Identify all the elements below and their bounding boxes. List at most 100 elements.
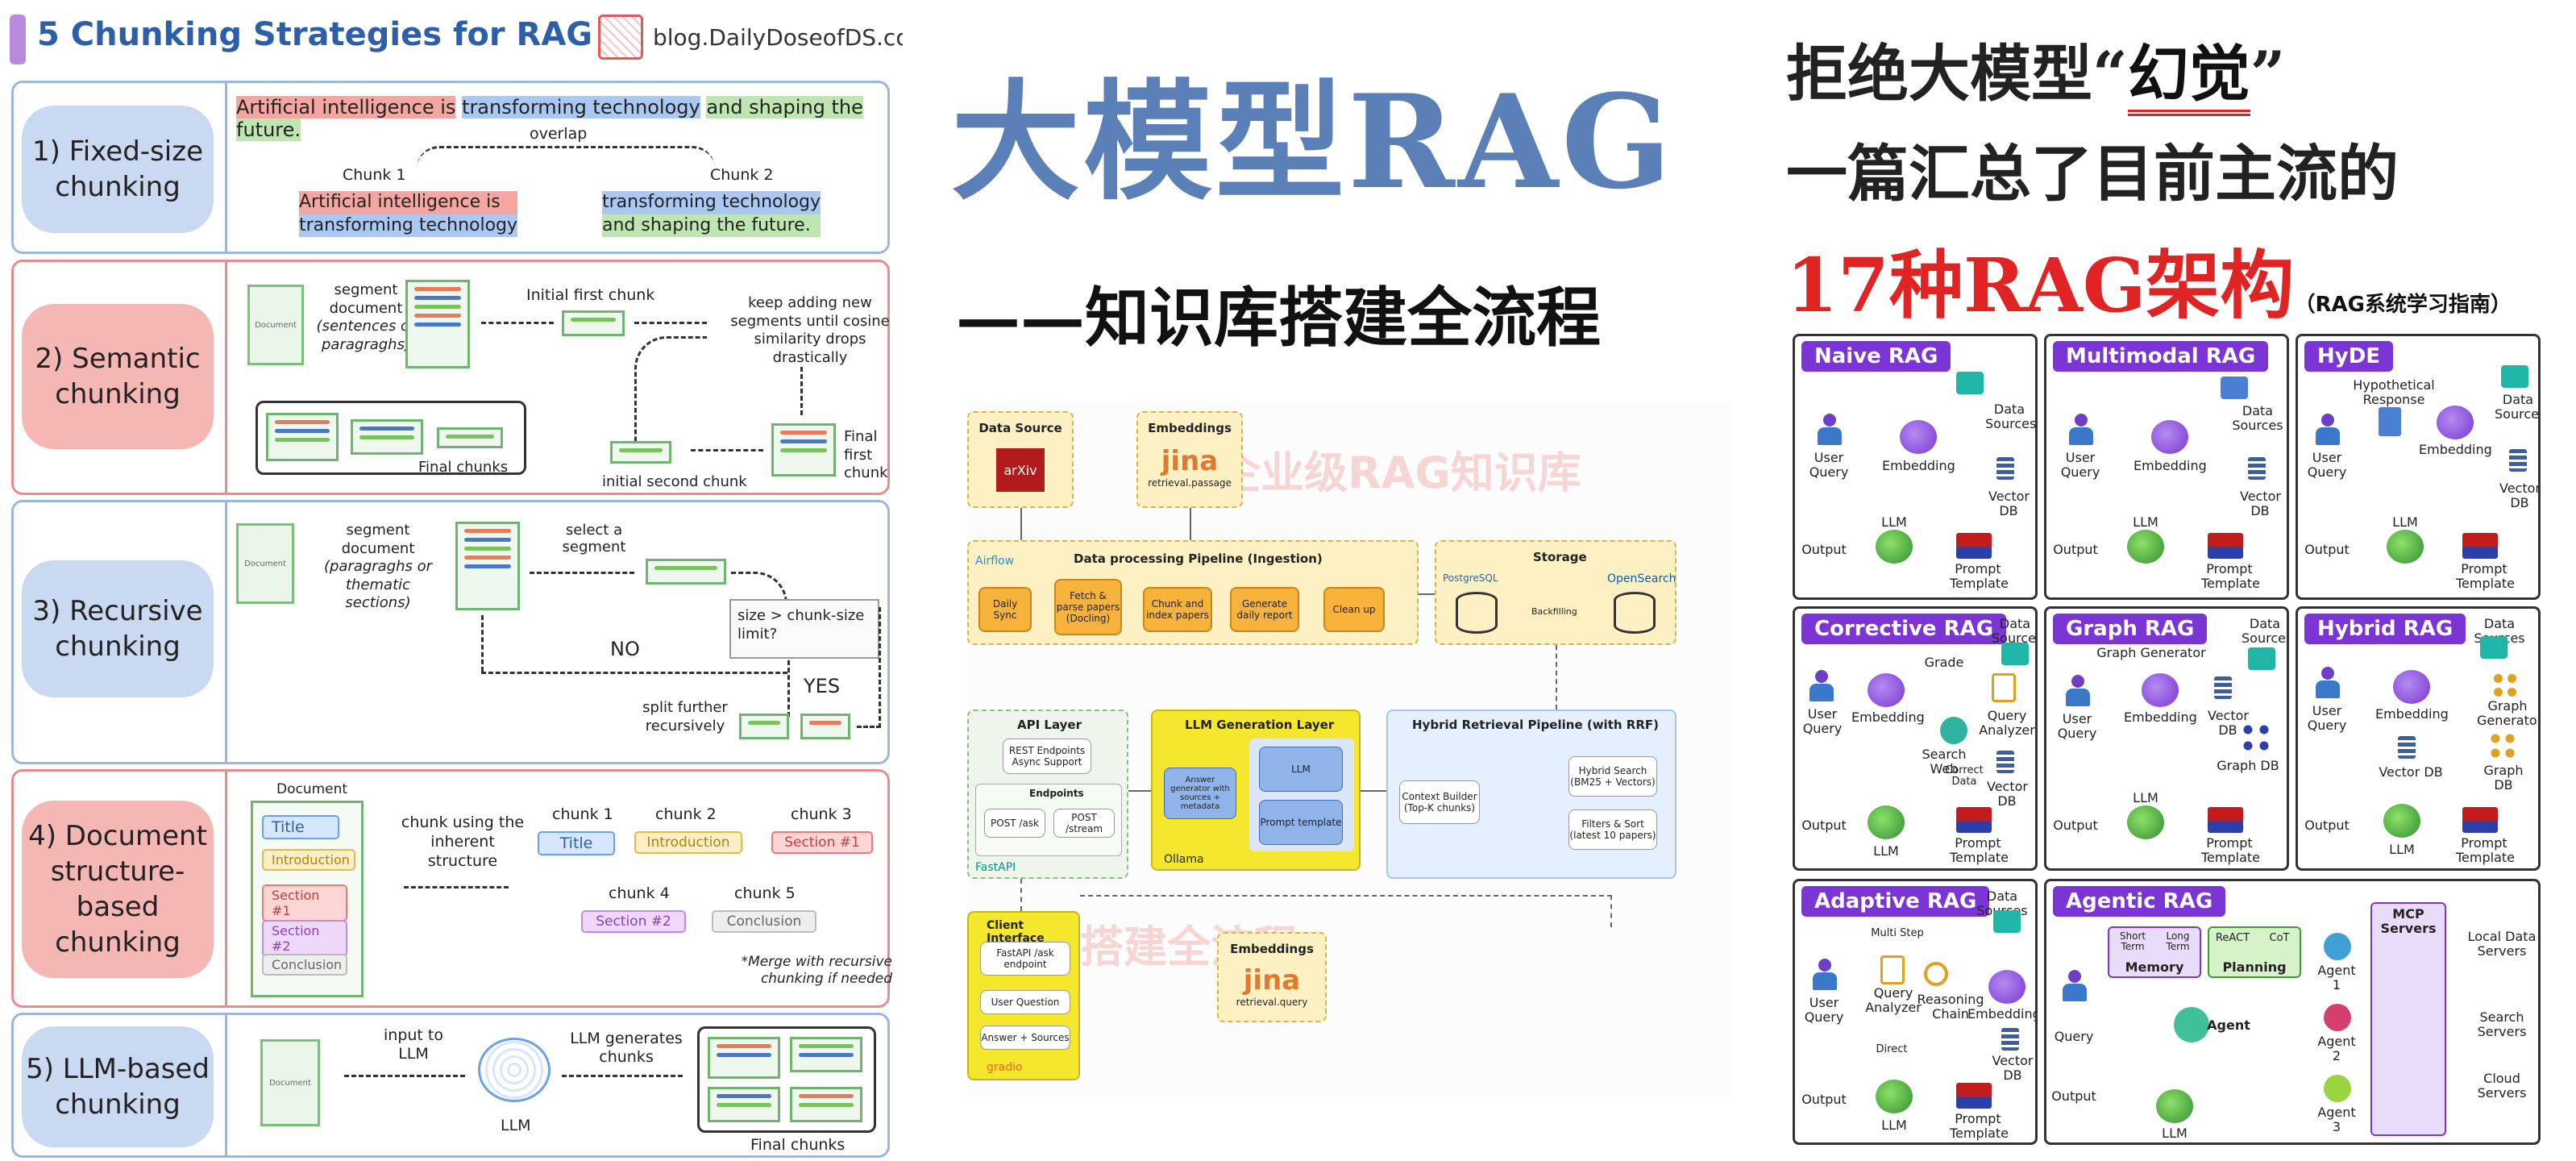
step-daily-sync: Daily Sync xyxy=(978,587,1032,632)
segments-stack xyxy=(455,522,520,610)
embedding-icon xyxy=(2142,673,2179,707)
chunk1-tag: Title xyxy=(538,831,615,855)
arxiv-logo: arXiv xyxy=(996,448,1045,492)
llm-brain-icon xyxy=(478,1038,551,1102)
split-arrows xyxy=(417,146,715,169)
doc-title: Title xyxy=(262,815,339,839)
final-chunks-box xyxy=(256,401,526,475)
final-first-label: Final first chunk xyxy=(844,428,888,481)
opensearch-db-icon xyxy=(1614,592,1656,634)
card-naive-rag: Naive RAG User Query Embedding Data Sour… xyxy=(1793,334,2038,600)
llm-icon xyxy=(2156,1089,2193,1123)
data-sources-icon xyxy=(2501,365,2528,388)
rag-architectures-panel: 拒绝大模型“幻觉” 一篇汇总了目前主流的 17种RAG架构（RAG系统学习指南）… xyxy=(1757,0,2576,1161)
row-recursive: 3) Recursive chunking Document segment d… xyxy=(11,500,890,764)
split-chunk-b xyxy=(800,714,850,739)
chunk3-tag: Section #1 xyxy=(771,831,873,854)
main-title: 大模型RAG xyxy=(951,66,1675,218)
vector-db-icon xyxy=(2001,1028,2019,1051)
subtitle: ——知识库搭建全流程 xyxy=(956,280,1601,356)
final-chunks-label: Final chunks xyxy=(750,1136,846,1154)
card-hyde: HyDE User Query Hypothetical Response Em… xyxy=(2296,334,2541,600)
chunk2-label: Chunk 2 xyxy=(710,166,774,184)
watermark-1: 企业级RAG知识库 xyxy=(1217,447,1581,498)
doc-section1: Section #1 xyxy=(262,884,347,922)
row-llm: 5) LLM-based chunking Document input to … xyxy=(11,1013,890,1158)
headline-2: 一篇汇总了目前主流的 xyxy=(1786,138,2399,210)
graph-generator-icon xyxy=(2491,672,2519,699)
headline-1: 拒绝大模型“幻觉” xyxy=(1786,24,2285,116)
agent-icon xyxy=(2174,1007,2209,1042)
llm-icon xyxy=(2127,530,2164,564)
hypothetical-doc-icon xyxy=(2379,407,2401,436)
diagram: 企业级RAG知识库 搭建全流程 Data Source arXiv Embedd… xyxy=(967,403,1733,1096)
panel-title: 5 Chunking Strategies for RAG xyxy=(37,16,593,53)
vector-db-icon xyxy=(2398,736,2416,759)
split-label: split further recursively xyxy=(642,699,728,734)
final-chunks-label: Final chunks xyxy=(418,459,509,476)
mcp-servers-box: MCP Servers xyxy=(2370,902,2446,1136)
chunk3-label: chunk 3 xyxy=(791,805,852,823)
blog-url: blog.DailyDoseofDS.com xyxy=(653,24,903,51)
vector-db-icon xyxy=(2248,457,2266,480)
embeddings-query-box: Embeddings jina retrieval.query xyxy=(1217,932,1327,1022)
embedding-icon xyxy=(2151,420,2188,454)
final-first-chunk xyxy=(771,423,836,476)
merge-note: *Merge with recursive chunking if needed xyxy=(741,954,892,988)
chunk2-tag: Introduction xyxy=(634,831,742,854)
user-icon xyxy=(2316,667,2340,699)
rag-pipeline-panel: 大模型RAG ——知识库搭建全流程 企业级RAG知识库 搭建全流程 Data S… xyxy=(919,0,1741,1161)
card-agentic-rag: Agentic RAG Short Term Long Term Memory … xyxy=(2044,879,2541,1145)
selected-segment xyxy=(646,559,726,585)
chunk2-label: chunk 2 xyxy=(655,805,717,823)
embedding-icon xyxy=(1988,970,2025,1004)
step-report: Generate daily report xyxy=(1230,587,1299,632)
llm-layer: LLM Generation Layer Answer generator wi… xyxy=(1151,710,1361,871)
agent2-icon xyxy=(2324,1004,2351,1031)
segment-label: segment document (sentences or paragragh… xyxy=(316,281,416,353)
document-icon: Document xyxy=(247,285,304,365)
user-icon xyxy=(2069,414,2093,446)
row-label: 1) Fixed-size chunking xyxy=(22,106,214,233)
overlap-label: overlap xyxy=(530,125,588,143)
initial-second-label: initial second chunk xyxy=(602,473,747,490)
query-analyzer-icon xyxy=(1880,955,1905,984)
segment-label: segment document (paragraghs or thematic… xyxy=(323,522,433,611)
prompt-template-icon xyxy=(2462,807,2498,833)
input-label: input to LLM xyxy=(384,1026,443,1063)
chunk5-label: chunk 5 xyxy=(734,884,796,902)
storage-box: Storage PostgreSQL OpenSearch Backfillin… xyxy=(1435,540,1676,645)
document-icon: Document xyxy=(236,523,294,604)
prompt-template-icon xyxy=(2462,533,2498,559)
embedding-icon xyxy=(1900,420,1937,454)
doc-section2: Section #2 xyxy=(262,920,347,957)
initial-first-chunk xyxy=(562,310,625,336)
agent1-icon xyxy=(2324,933,2351,960)
chunk1-label: chunk 1 xyxy=(552,805,613,823)
data-sources-icon xyxy=(2001,643,2029,665)
row-label: 2) Semantic chunking xyxy=(22,304,214,449)
initial-second-chunk xyxy=(610,441,671,464)
llm-icon xyxy=(2127,805,2164,839)
generates-label: LLM generates chunks xyxy=(570,1030,683,1066)
chunk1-text: Artificial intelligence is transforming … xyxy=(299,191,518,238)
llm-icon xyxy=(1876,530,1913,564)
llm-label: LLM xyxy=(501,1117,531,1134)
no-label: NO xyxy=(610,638,640,660)
data-sources-icon xyxy=(1993,910,2021,933)
postgres-db-icon xyxy=(1456,592,1498,634)
row-label: 5) LLM-based chunking xyxy=(22,1026,214,1147)
search-web-icon xyxy=(1940,717,1967,744)
graph-db-icon xyxy=(2240,722,2272,754)
row-fixed-size: 1) Fixed-size chunking Artificial intell… xyxy=(11,81,890,254)
chunk2-text: transforming technology and shaping the … xyxy=(602,191,821,238)
embedding-icon xyxy=(2437,406,2474,439)
vector-db-icon xyxy=(2509,449,2527,472)
final-chunks-box xyxy=(697,1026,876,1133)
user-icon xyxy=(2316,414,2340,446)
data-sources-icon xyxy=(2221,377,2248,399)
vector-db-icon xyxy=(1996,457,2014,480)
chunk1-label: Chunk 1 xyxy=(343,166,406,184)
data-sources-icon xyxy=(2248,647,2275,670)
title-marker xyxy=(10,15,26,64)
